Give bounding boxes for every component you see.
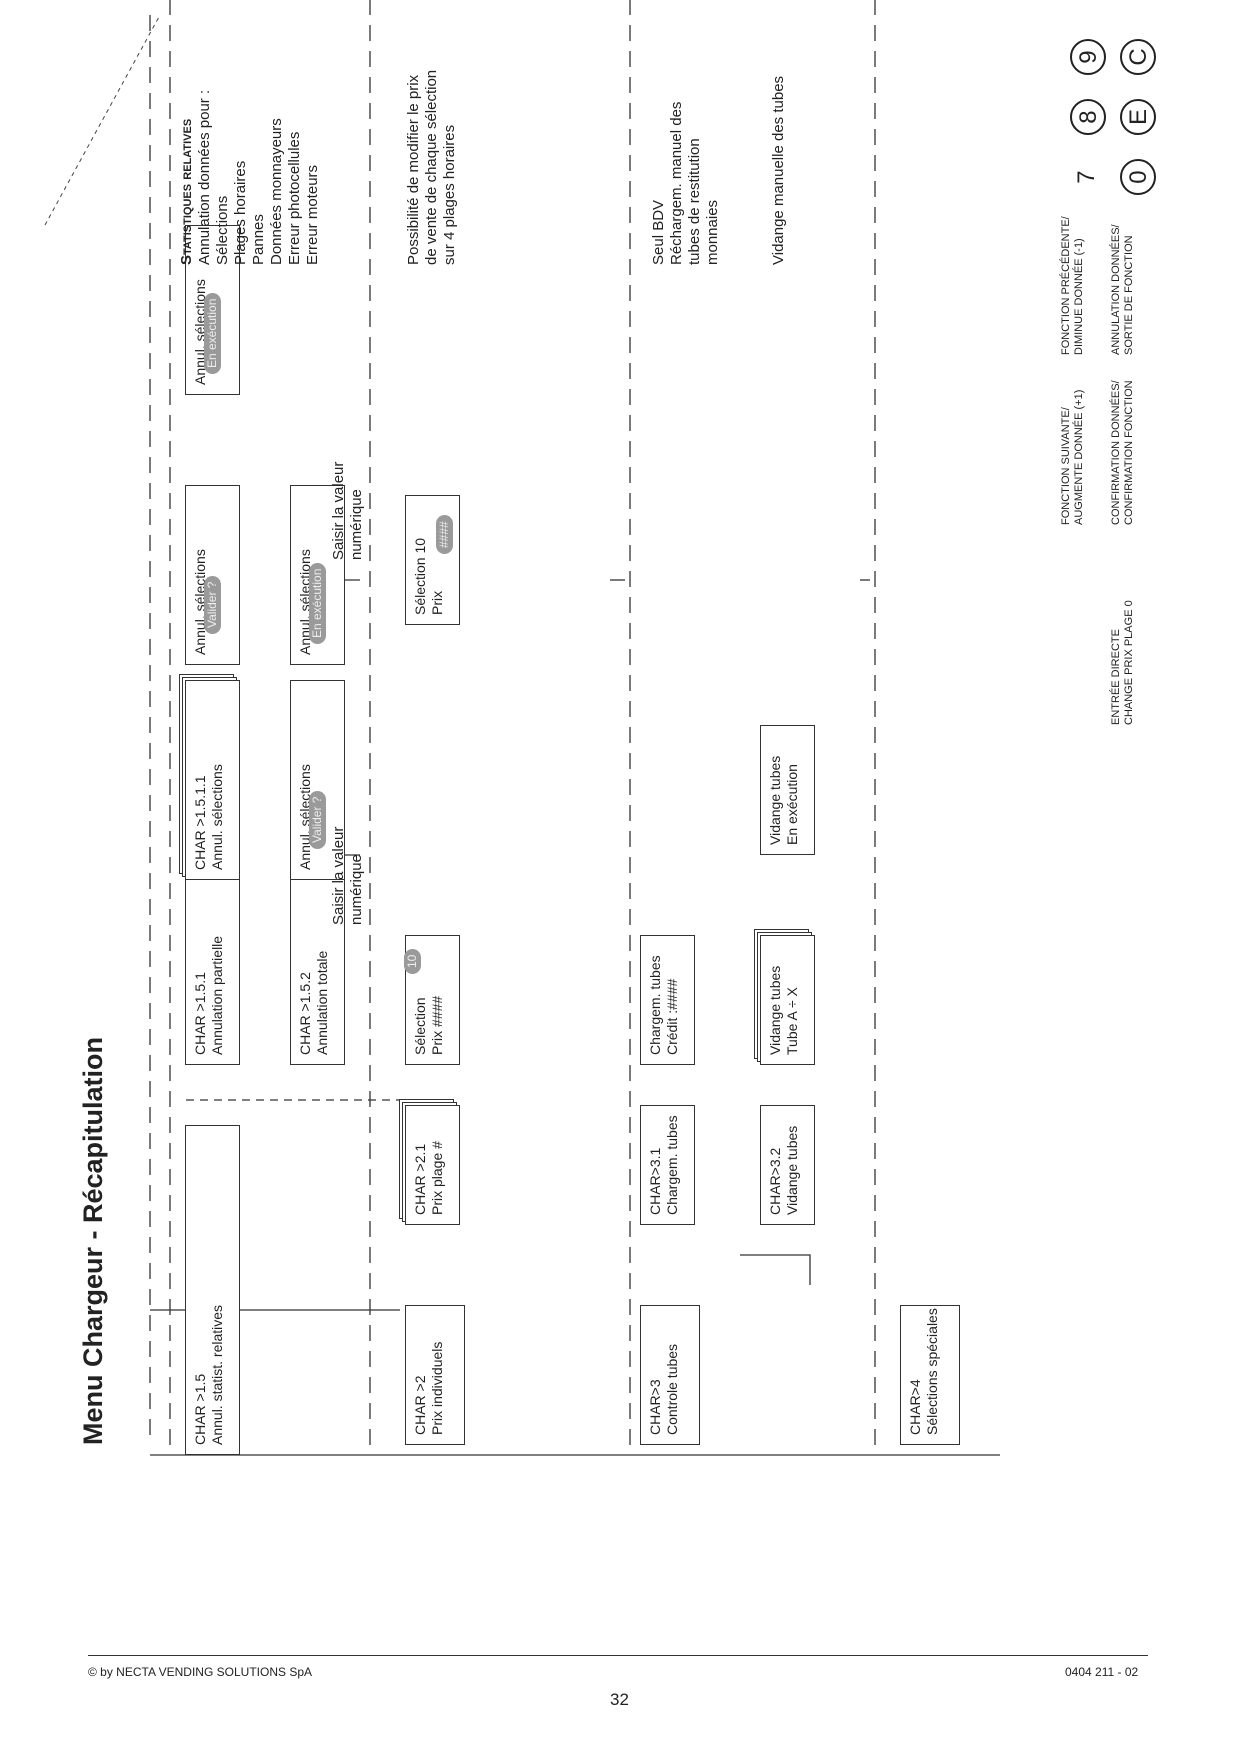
valider-pill: Valider ? [204, 575, 221, 634]
note-vidange: Vidange manuelle des tubes [770, 75, 787, 265]
key-9-icon: 9 [1070, 39, 1106, 75]
legend-kC: ANNULATION DONNÉES/SORTIE DE FONCTION [1110, 224, 1135, 355]
exec-pill-2: En exécution [309, 562, 326, 644]
footer-rule [88, 1655, 1148, 1656]
key-E-icon: E [1120, 99, 1156, 135]
footer-copyright-text: © by NECTA VENDING SOLUTIONS SpA [88, 1665, 313, 1679]
key-0-icon: 0 [1120, 159, 1156, 195]
footer-page-number: 32 [610, 1690, 629, 1709]
selection-value-pill: 10 [404, 948, 421, 974]
key-7-icon: 7 [1073, 170, 1100, 184]
note-stats: Statistiques relatives Annulation donnée… [178, 89, 321, 265]
key-C-icon: C [1120, 39, 1156, 75]
price-value-pill: #### [436, 515, 453, 554]
key-8-icon: 8 [1070, 99, 1106, 135]
node-annul-valider: Annul. sélections Valider ? [185, 485, 240, 665]
valider-pill-2: Valider ? [309, 790, 326, 849]
legend-k8: FONCTION PRÉCÉDENTE/DIMINUE DONNÉE (-1) [1060, 216, 1085, 355]
footer-docref: 0404 211 - 02 [1065, 1665, 1139, 1679]
exec-pill: En exécution [204, 292, 221, 374]
legend-k0: FONCTION SUIVANTE/AUGMENTE DONNÉE (+1) [1060, 389, 1085, 525]
legend-kE: CONFIRMATION DONNÉES/CONFIRMATION FONCTI… [1110, 380, 1135, 525]
